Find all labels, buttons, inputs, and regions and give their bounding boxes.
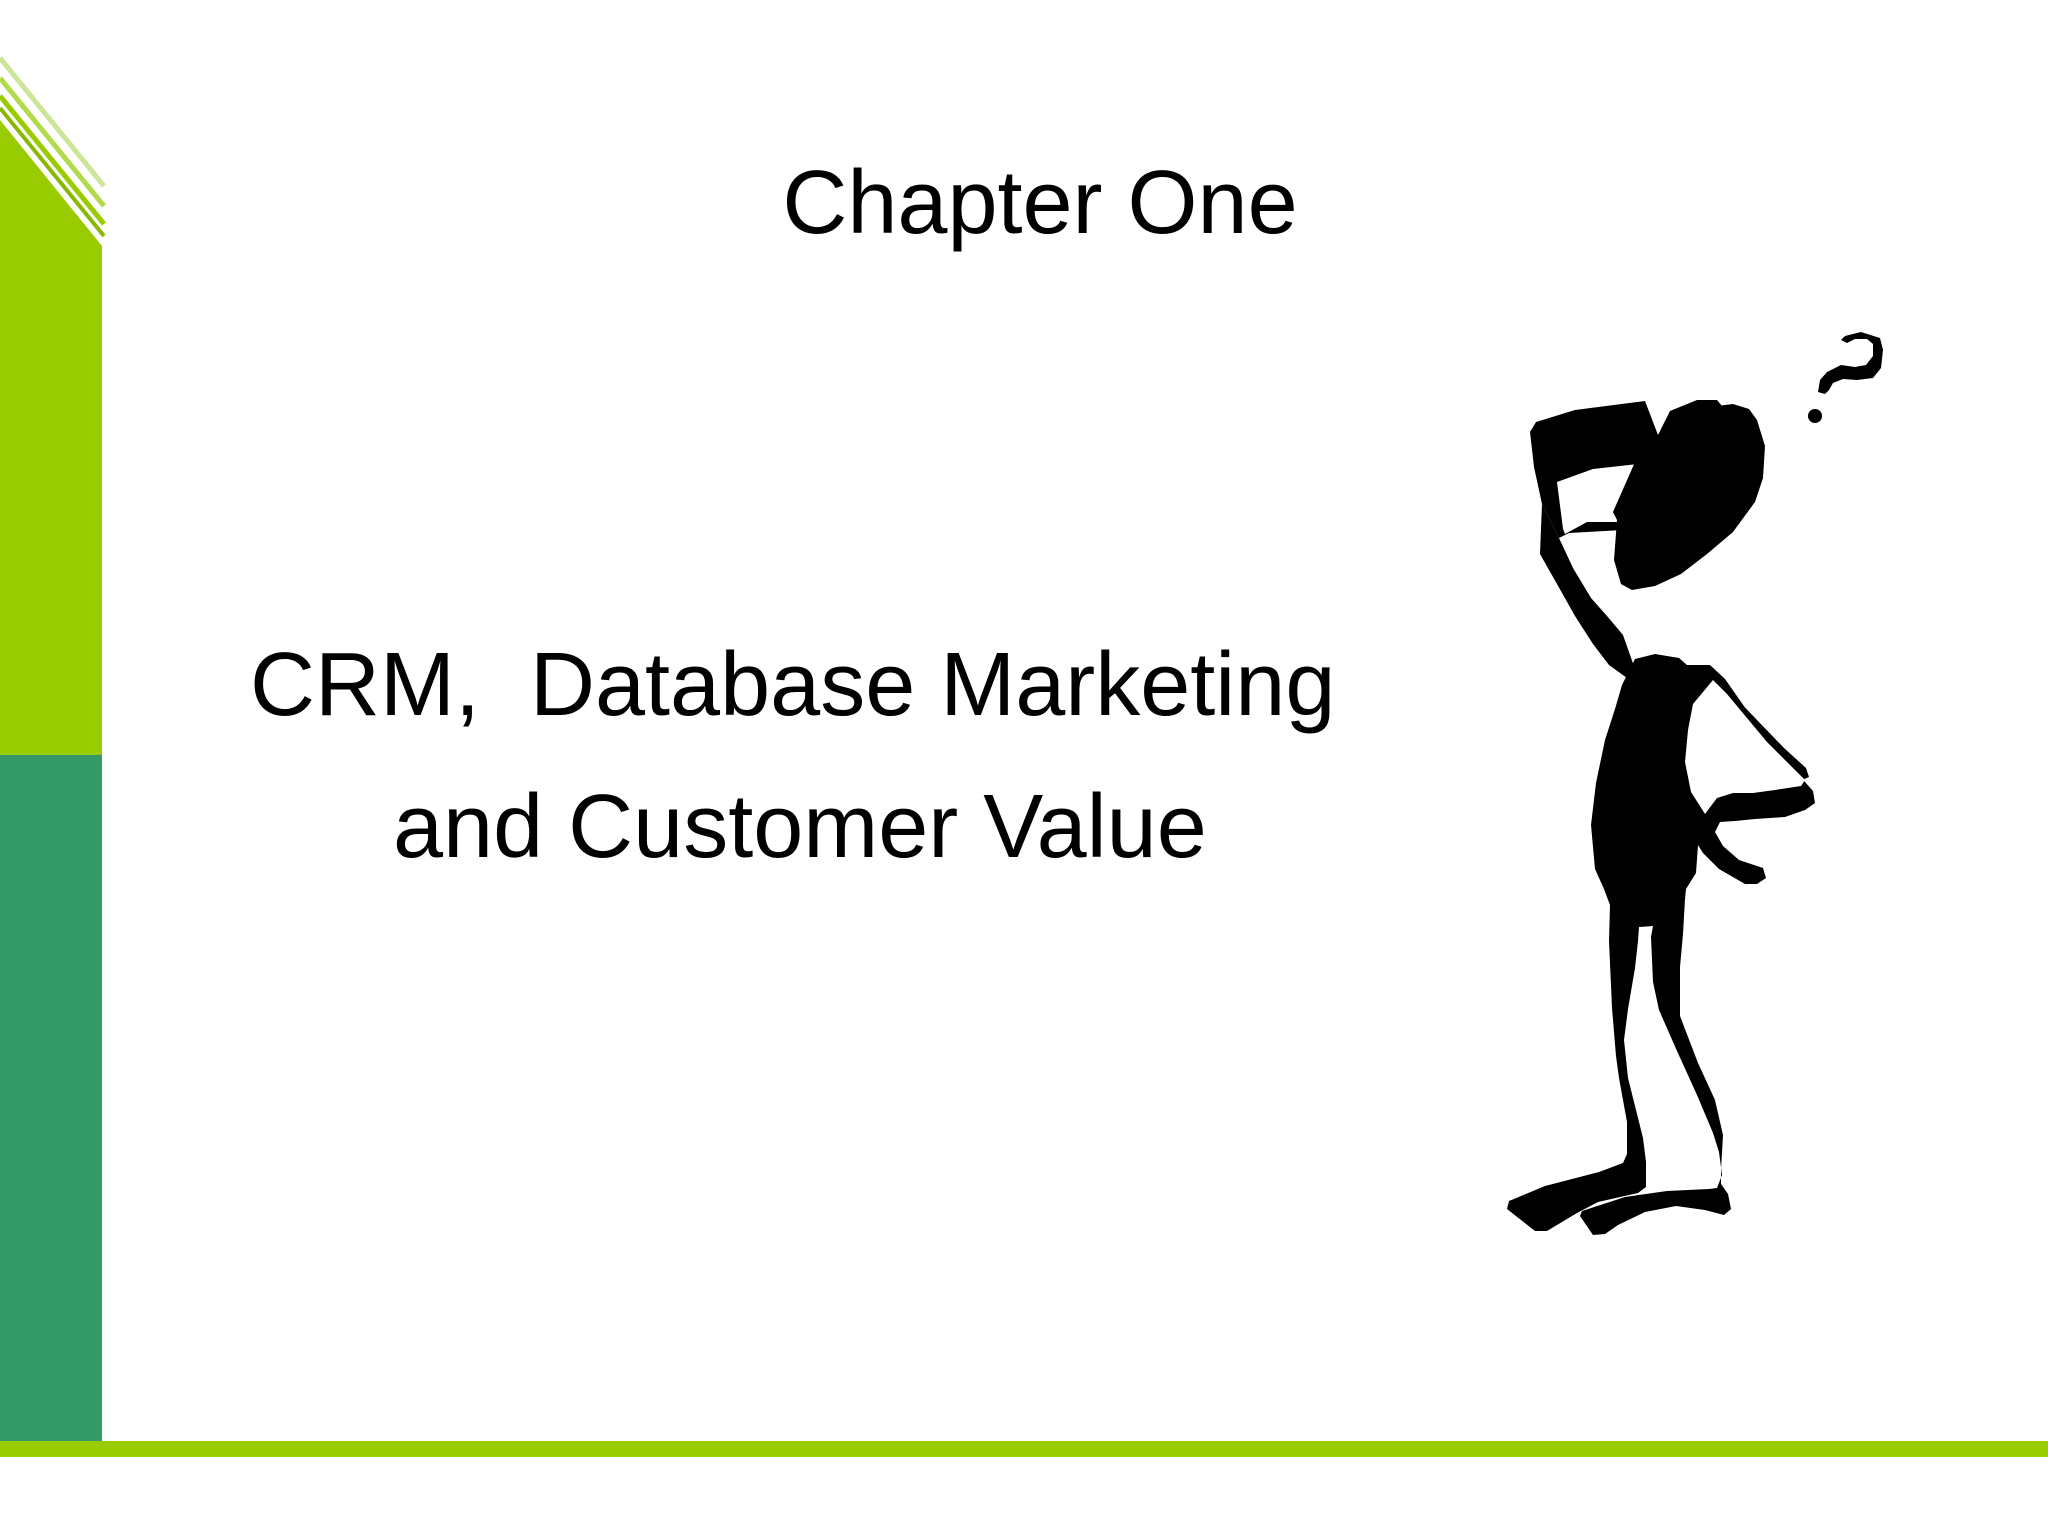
subtitle-line-1: CRM, Database Marketing bbox=[250, 635, 1336, 735]
chapter-title: Chapter One bbox=[782, 153, 1298, 253]
figure-arm-gap bbox=[1685, 680, 1805, 814]
accent-line-1 bbox=[0, 56, 106, 188]
accent-line-3 bbox=[0, 94, 106, 226]
figure-hand bbox=[1530, 400, 1732, 557]
bottom-lime-bar bbox=[0, 1441, 2048, 1457]
subtitle-line-2: and Customer Value bbox=[393, 777, 1207, 877]
figure-arm-left bbox=[1540, 504, 1635, 678]
left-lime-bar bbox=[0, 120, 102, 755]
question-mark-dot bbox=[1808, 409, 1822, 423]
question-mark-icon bbox=[1818, 332, 1883, 394]
accent-line-2 bbox=[0, 76, 106, 208]
thinking-figure-icon bbox=[1507, 332, 1883, 1235]
left-sea-green-bar bbox=[0, 755, 102, 1441]
figure-torso bbox=[1507, 654, 1815, 1235]
accent-line-4 bbox=[0, 106, 106, 238]
